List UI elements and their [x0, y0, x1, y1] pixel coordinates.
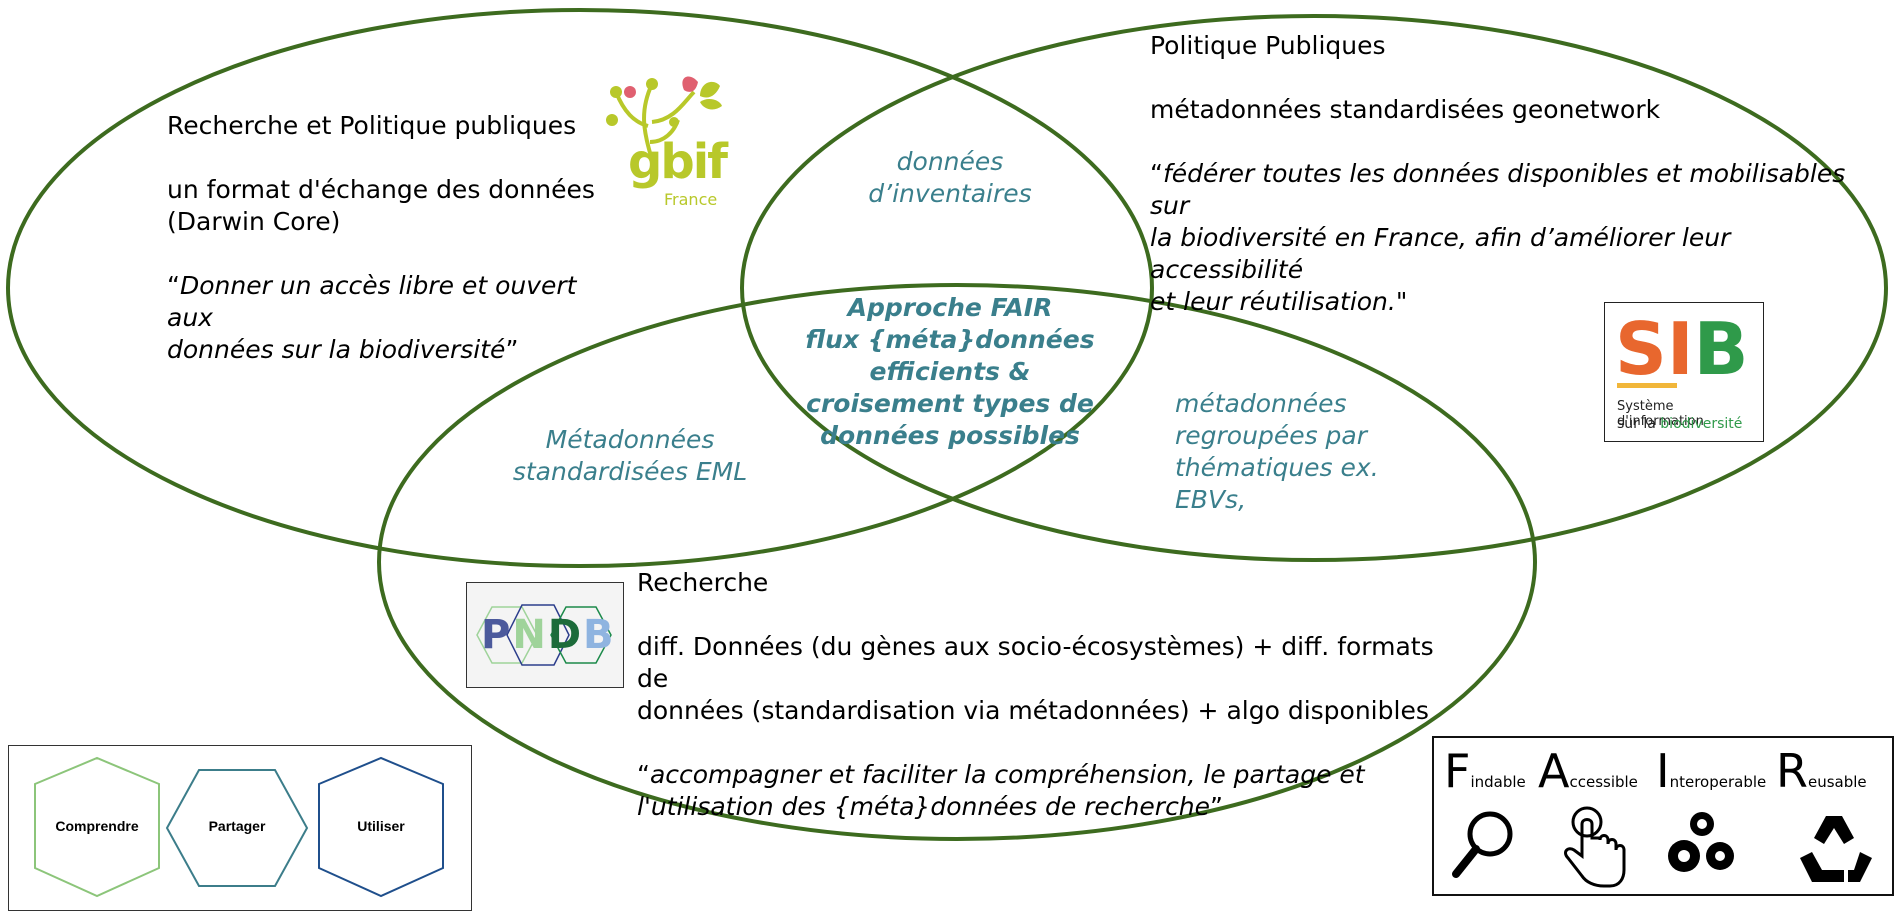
sib-wordmark: SIB	[1615, 307, 1749, 391]
hex-utiliser	[318, 756, 444, 898]
bottom-title: Recherche	[637, 568, 769, 597]
bottom-circle-text: Recherche diff. Données (du gènes aux so…	[637, 567, 1457, 823]
fair-panel: Findable Accessible Interoperable Reusab…	[1432, 736, 1894, 896]
fair-reusable: Reusable	[1776, 744, 1867, 798]
magnifier-icon	[1452, 811, 1513, 878]
fair-accessible: Accessible	[1538, 744, 1638, 798]
sib-logo: SIB Système d'information sur la biodive…	[1604, 302, 1764, 442]
right-line1: métadonnées standardisées geonetwork	[1150, 95, 1661, 124]
bottom-quote-1: “accompagner et faciliter la compréhensi…	[637, 760, 1365, 789]
hex-partager	[165, 769, 309, 887]
hexagons-svg	[34, 756, 444, 898]
hex-label-comprendre: Comprendre	[55, 818, 139, 834]
left-title: Recherche et Politique publiques	[167, 111, 577, 140]
hex-label-partager: Partager	[208, 818, 266, 834]
left-circle	[6, 8, 1154, 568]
intersection-left: Métadonnées standardisées EML	[512, 425, 748, 486]
pndb-hexagons-icon	[476, 604, 612, 666]
hex-comprendre	[34, 756, 160, 898]
bottom-line2: données (standardisation via métadonnées…	[637, 696, 1429, 725]
sib-subtitle-2: sur la biodiversité	[1617, 416, 1743, 432]
pndb-logo: PNDB	[466, 582, 624, 688]
bottom-line1: diff. Données (du gènes aux socio-écosys…	[637, 632, 1434, 693]
intersection-top: données d’inventaires	[868, 147, 1032, 208]
gears-icon	[1668, 812, 1734, 872]
left-circle-text: Recherche et Politique publiques un form…	[167, 110, 607, 366]
right-quote-2: la biodiversité en France, afin d’amélio…	[1150, 223, 1731, 284]
gbif-wordmark: gbif	[628, 134, 728, 190]
recycle-icon	[1800, 816, 1872, 882]
hex-label-utiliser: Utiliser	[357, 818, 405, 834]
intersection-center: Approche FAIR flux {méta}données efficie…	[805, 293, 1095, 450]
sib-subtitle-1: Système d'information	[1617, 399, 1704, 429]
sib-underline	[1617, 383, 1677, 388]
right-quote-3: et leur réutilisation."	[1150, 287, 1408, 316]
pointer-hand-icon	[1564, 806, 1626, 888]
hexagons-panel: Comprendre Partager Utiliser	[8, 745, 472, 911]
left-line2: (Darwin Core)	[167, 207, 341, 236]
fair-findable: Findable	[1444, 744, 1526, 798]
pndb-letters: PNDB	[481, 612, 616, 658]
right-quote-1: “fédérer toutes les données disponibles …	[1150, 159, 1846, 220]
gbif-country: France	[664, 190, 718, 209]
bottom-circle	[377, 283, 1537, 841]
intersection-right: métadonnées regroupées par thématiques e…	[1175, 389, 1379, 514]
right-title: Politique Publiques	[1150, 31, 1386, 60]
right-circle	[740, 14, 1888, 562]
bottom-quote-2: l'utilisation des {méta}données de reche…	[637, 792, 1223, 821]
gbif-logo: gbif France	[604, 62, 744, 212]
left-quote-1: “Donner un accès libre et ouvert aux	[167, 271, 577, 332]
fair-interoperable: Interoperable	[1656, 744, 1767, 798]
right-circle-text: Politique Publiques métadonnées standard…	[1150, 30, 1850, 318]
fair-icons	[1452, 806, 1872, 888]
left-quote-2: données sur la biodiversité”	[167, 335, 519, 364]
gbif-plant-icon	[606, 76, 722, 161]
left-line1: un format d'échange des données	[167, 175, 595, 204]
